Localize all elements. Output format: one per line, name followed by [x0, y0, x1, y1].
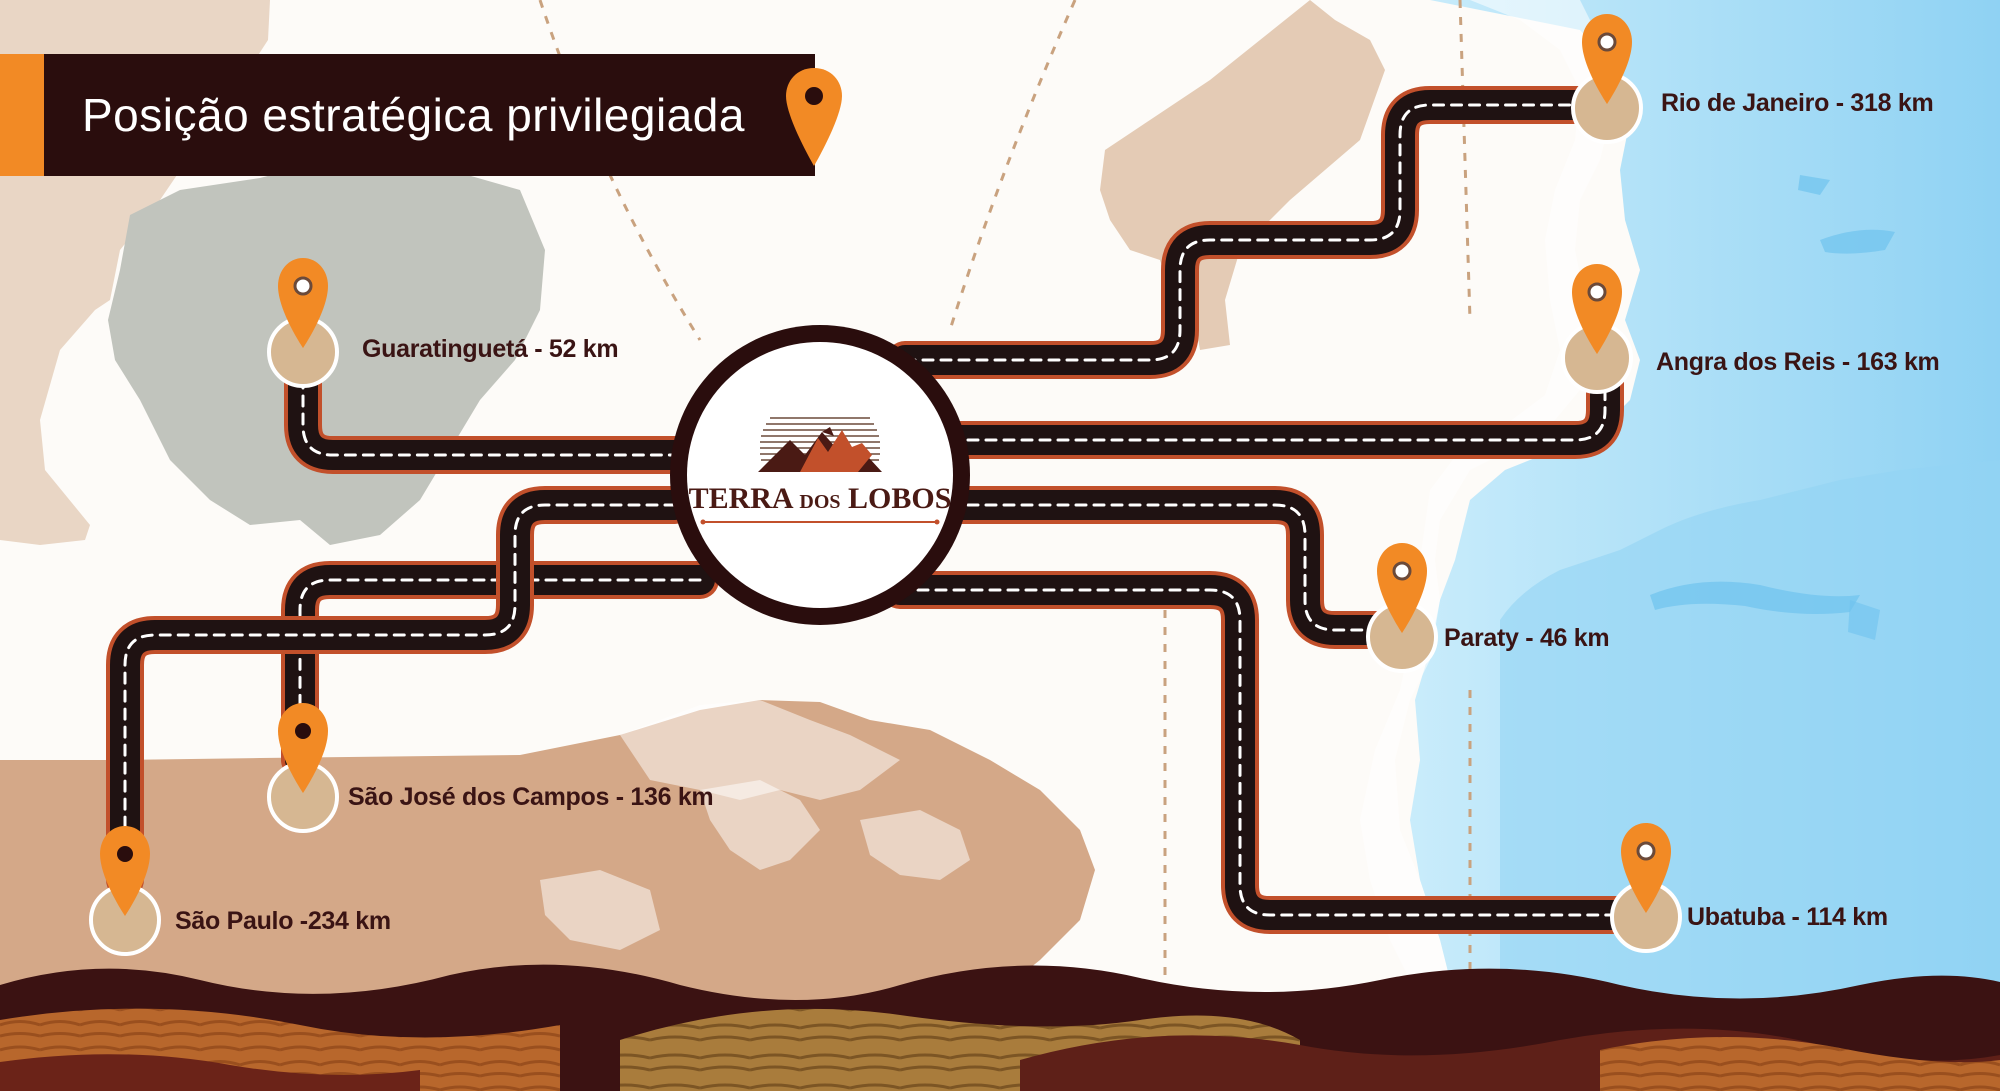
- pin-dot-ubatuba: [1636, 841, 1656, 861]
- pin-guaratingueta[interactable]: [267, 258, 339, 388]
- brand-small-text: DOS: [799, 491, 840, 513]
- pin-sao-jose-dos-campos[interactable]: [267, 703, 339, 833]
- road-ubatuba: [881, 571, 1649, 934]
- road-sao-paulo: [106, 486, 694, 899]
- map-pin-icon: [786, 68, 842, 166]
- map-pin-icon: [278, 258, 328, 348]
- pin-ubatuba[interactable]: [1610, 823, 1682, 953]
- wolf-logo-icon: [758, 417, 882, 472]
- road-network: [106, 86, 1649, 934]
- label-sao-jose-dos-campos: São José dos Campos - 136 km: [348, 783, 714, 811]
- location-pins: [89, 14, 1682, 956]
- pin-dot-angra-dos-reis: [1587, 282, 1607, 302]
- road-rio: [886, 86, 1619, 379]
- brand-main-text: TERRA: [689, 482, 794, 515]
- map-pin-icon: [1582, 14, 1632, 104]
- map-pin-icon: [1572, 264, 1622, 354]
- pin-dot-paraty: [1392, 561, 1412, 581]
- pin-rio-de-janeiro[interactable]: [1571, 14, 1643, 144]
- map-pin-icon: [1621, 823, 1671, 913]
- map-pin-icon: [1377, 543, 1427, 633]
- decorative-hills: [0, 964, 2000, 1091]
- pin-dot-sao-jose-dos-campos: [295, 723, 311, 739]
- map-pin-icon: [278, 703, 328, 793]
- title-banner: [44, 54, 815, 176]
- road-sao-jose: [281, 561, 719, 779]
- central-logo: TERRA DOS LOBOS: [670, 325, 970, 625]
- page-title: Posição estratégica privilegiada: [82, 89, 745, 141]
- pin-angra-dos-reis[interactable]: [1561, 264, 1633, 394]
- label-ubatuba: Ubatuba - 114 km: [1687, 903, 1888, 931]
- map-pin-icon: [100, 826, 150, 916]
- label-rio-de-janeiro: Rio de Janeiro - 318 km: [1661, 89, 1934, 117]
- label-guaratingueta: Guaratinguetá - 52 km: [362, 335, 619, 363]
- brand-end-text: LOBOS: [848, 482, 951, 515]
- label-angra-dos-reis: Angra dos Reis - 163 km: [1656, 348, 1940, 376]
- pin-dot-guaratingueta: [293, 276, 313, 296]
- pin-dot-sao-paulo: [117, 846, 133, 862]
- pin-sao-paulo[interactable]: [89, 826, 161, 956]
- label-paraty: Paraty - 46 km: [1444, 624, 1610, 652]
- label-sao-paulo: São Paulo -234 km: [175, 907, 391, 935]
- road-paraty: [931, 486, 1419, 649]
- pin-dot-rio-de-janeiro: [1597, 32, 1617, 52]
- title-accent-bar: [0, 54, 44, 176]
- road-angra: [931, 341, 1624, 459]
- pin-paraty[interactable]: [1366, 543, 1438, 673]
- svg-text:TERRA DOS LOBO: TERRA DOS LOBOS: [689, 482, 952, 515]
- road-guaratingueta: [284, 341, 699, 474]
